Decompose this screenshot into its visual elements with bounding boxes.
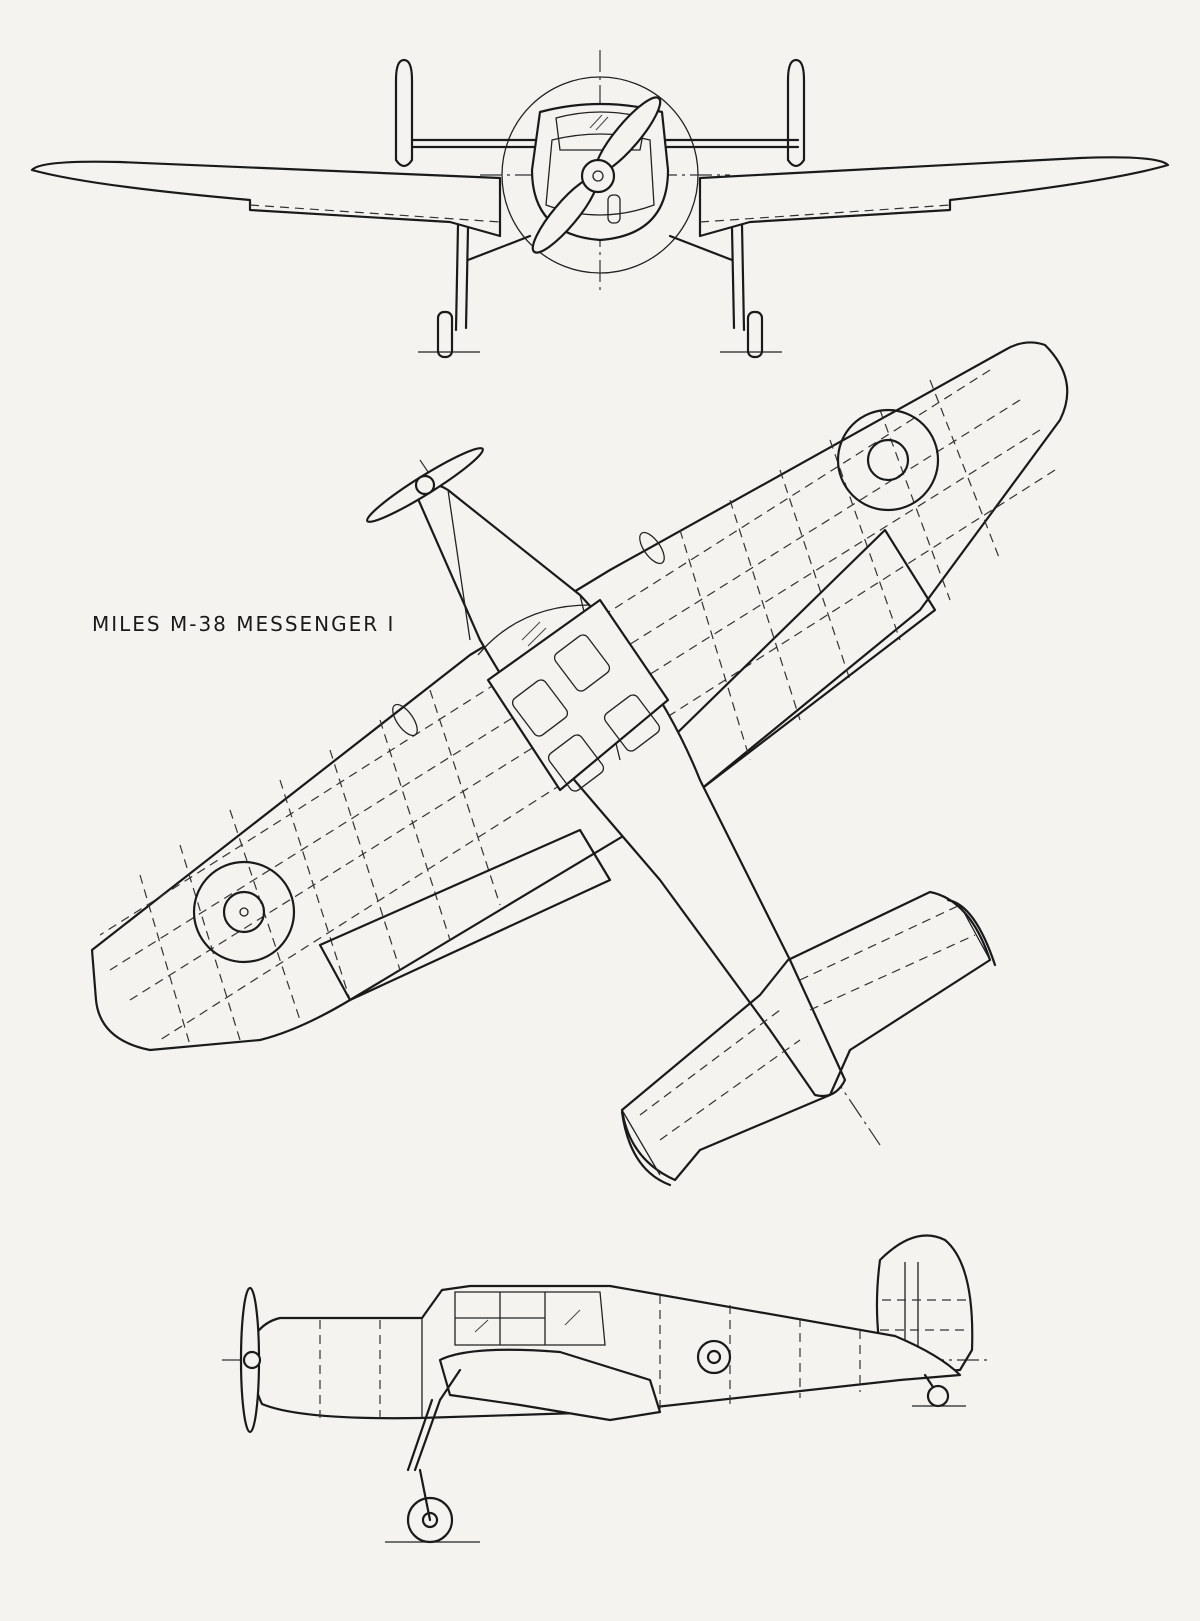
plan-cabin [486, 598, 670, 792]
side-fin [875, 1234, 974, 1377]
front-wing-right [698, 156, 1170, 238]
plan-roundel-left [192, 860, 296, 964]
front-spinner [580, 158, 616, 194]
front-gear-right [668, 223, 746, 332]
side-main-gear [406, 1368, 462, 1472]
plan-fuselage [413, 483, 847, 1098]
front-wing-left [30, 160, 502, 238]
front-view [30, 50, 1170, 359]
plan-view [90, 341, 1069, 1187]
side-tail-wheel [926, 1384, 950, 1408]
side-cabin [454, 1291, 606, 1346]
front-fin-left [394, 58, 414, 168]
side-roundel [696, 1339, 732, 1375]
side-view [222, 1234, 990, 1544]
side-fuselage [250, 1284, 962, 1420]
plan-roundel-right [836, 408, 940, 512]
plan-wing [90, 341, 1069, 1052]
drawing-title: MILES M-38 MESSENGER I [92, 612, 396, 636]
front-gear-left [454, 223, 532, 332]
front-fin-right [786, 58, 806, 168]
side-wing [438, 1348, 662, 1422]
